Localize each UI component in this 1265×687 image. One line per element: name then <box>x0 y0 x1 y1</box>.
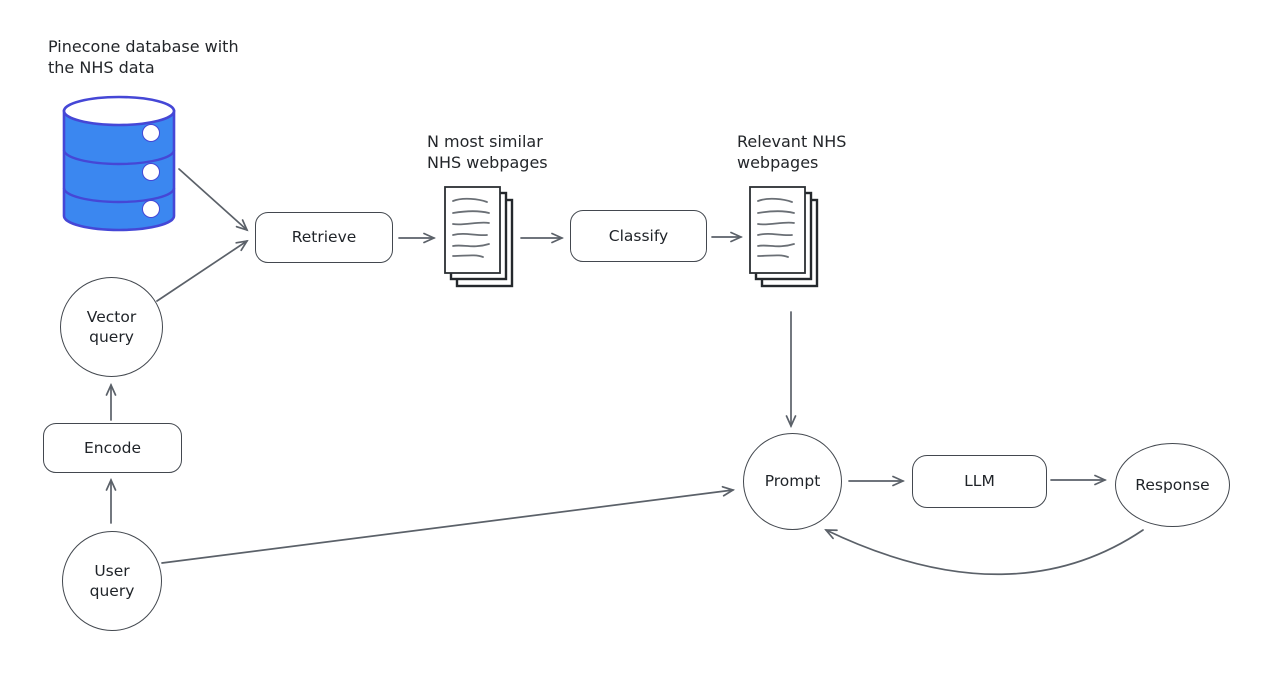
prompt-label: Prompt <box>764 472 821 491</box>
database-separator-2 <box>62 187 176 204</box>
arrow-vector-query-to-retrieve <box>156 241 247 302</box>
vector-query-label: Vector query <box>86 307 137 346</box>
arrow-response-to-prompt <box>826 530 1144 576</box>
diagram-arrows <box>111 168 1144 576</box>
n-most-similar-webpages-label: N most similar NHS webpages <box>427 132 548 173</box>
pinecone-database-icon <box>62 95 176 232</box>
retrieve-node: Retrieve <box>255 212 393 263</box>
classify-label: Classify <box>608 226 669 245</box>
arrow-user-query-to-prompt <box>161 490 733 564</box>
llm-node: LLM <box>912 455 1047 508</box>
encode-node: Encode <box>43 423 182 473</box>
database-dot-1 <box>142 124 160 142</box>
database-dot-3 <box>142 200 160 218</box>
user-query-node: User query <box>62 531 162 631</box>
arrow-database-to-retrieve <box>178 168 247 230</box>
vector-query-node: Vector query <box>60 277 163 377</box>
prompt-node: Prompt <box>743 433 842 530</box>
classify-node: Classify <box>570 210 707 262</box>
response-node: Response <box>1115 443 1230 527</box>
encode-label: Encode <box>84 438 141 457</box>
llm-label: LLM <box>964 472 995 491</box>
database-top <box>62 95 176 127</box>
user-query-label: User query <box>89 561 135 600</box>
n-most-similar-webpages-icon <box>444 186 514 288</box>
database-dot-2 <box>142 163 160 181</box>
database-separator-1 <box>62 149 176 166</box>
relevant-webpages-icon <box>749 186 819 288</box>
database-label: Pinecone database with the NHS data <box>48 37 239 78</box>
retrieve-label: Retrieve <box>291 228 357 247</box>
response-label: Response <box>1135 475 1210 494</box>
relevant-webpages-label: Relevant NHS webpages <box>737 132 847 173</box>
